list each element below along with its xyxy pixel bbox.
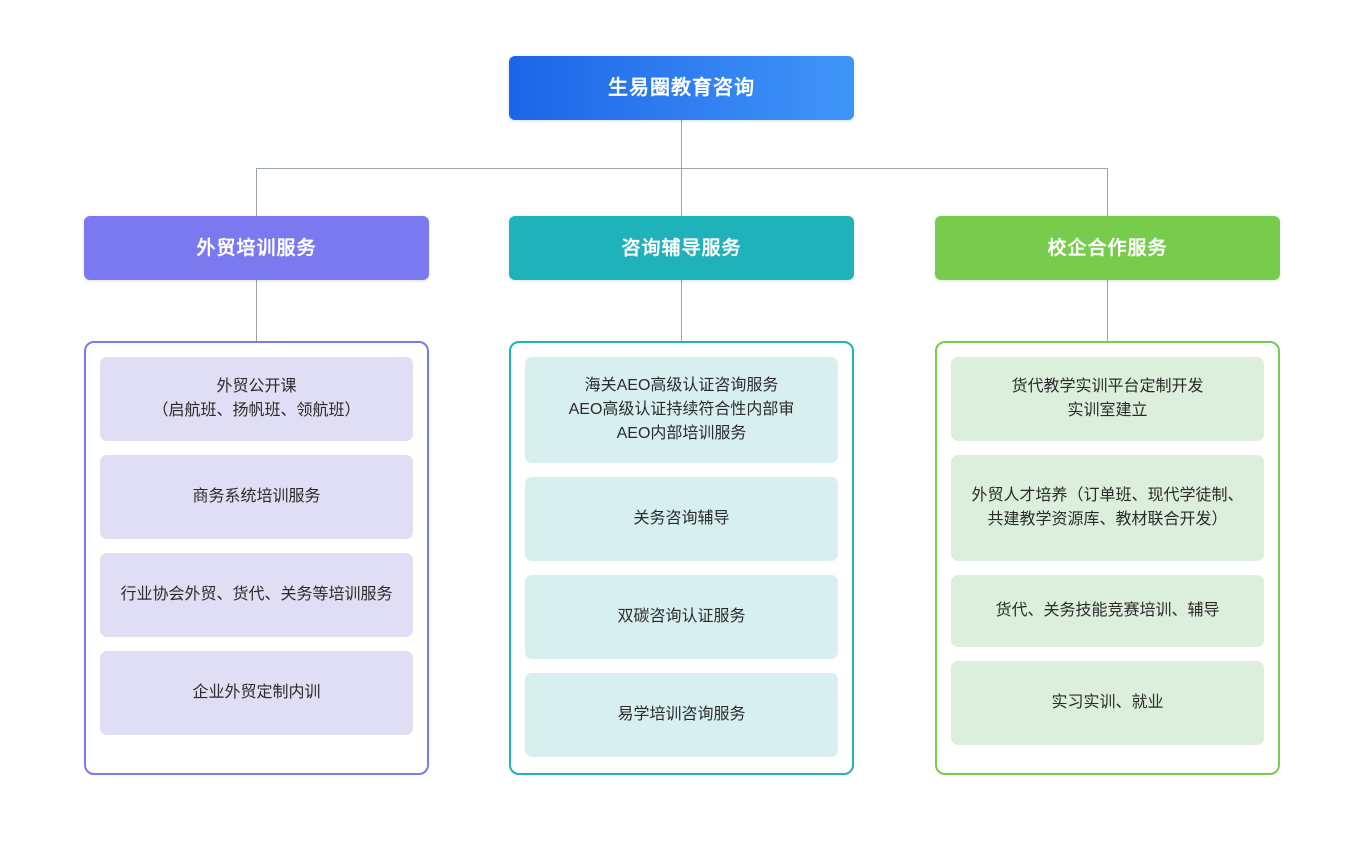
list-item-label: 货代、关务技能竞赛培训、辅导 xyxy=(995,602,1220,619)
connector-root-stem xyxy=(681,120,682,168)
list-item-label: 双碳咨询认证服务 xyxy=(617,608,746,625)
category-header-3[interactable]: 校企合作服务 xyxy=(935,216,1280,280)
connector-header-to-group-1 xyxy=(256,280,257,341)
category-header-2-label: 咨询辅导服务 xyxy=(621,237,742,259)
list-item-label: 行业协会外贸、货代、关务等培训服务 xyxy=(120,586,393,603)
group-box-3: 货代教学实训平台定制开发实训室建立 外贸人才培养（订单班、现代学徒制、共建教学资… xyxy=(935,341,1280,775)
list-item-label: 商务系统培训服务 xyxy=(192,488,321,505)
list-item-label: 外贸公开课（启航班、扬帆班、领航班） xyxy=(152,378,361,419)
list-item[interactable]: 易学培训咨询服务 xyxy=(525,673,838,757)
connector-header-to-group-2 xyxy=(681,280,682,341)
connector-drop-branch-2 xyxy=(681,168,682,216)
root-node[interactable]: 生易圈教育咨询 xyxy=(509,56,854,120)
list-item[interactable]: 双碳咨询认证服务 xyxy=(525,575,838,659)
list-item-label: 实习实训、就业 xyxy=(1051,694,1164,711)
list-item-label: 货代教学实训平台定制开发实训室建立 xyxy=(1011,378,1204,419)
list-item[interactable]: 实习实训、就业 xyxy=(951,661,1264,745)
list-item-label: 易学培训咨询服务 xyxy=(617,706,746,723)
connector-drop-branch-1 xyxy=(256,168,257,216)
list-item[interactable]: 关务咨询辅导 xyxy=(525,477,838,561)
list-item[interactable]: 外贸人才培养（订单班、现代学徒制、共建教学资源库、教材联合开发） xyxy=(951,455,1264,561)
list-item[interactable]: 外贸公开课（启航班、扬帆班、领航班） xyxy=(100,357,413,441)
list-item-label: 关务咨询辅导 xyxy=(633,510,730,527)
list-item-label: 外贸人才培养（订单班、现代学徒制、共建教学资源库、教材联合开发） xyxy=(971,487,1244,528)
list-item[interactable]: 企业外贸定制内训 xyxy=(100,651,413,735)
branch-column-3: 校企合作服务 货代教学实训平台定制开发实训室建立 外贸人才培养（订单班、现代学徒… xyxy=(935,216,1280,775)
root-node-label: 生易圈教育咨询 xyxy=(608,77,755,99)
category-header-2[interactable]: 咨询辅导服务 xyxy=(509,216,854,280)
group-box-1: 外贸公开课（启航班、扬帆班、领航班） 商务系统培训服务 行业协会外贸、货代、关务… xyxy=(84,341,429,775)
list-item[interactable]: 货代、关务技能竞赛培训、辅导 xyxy=(951,575,1264,647)
connector-header-to-group-3 xyxy=(1107,280,1108,341)
category-header-3-label: 校企合作服务 xyxy=(1047,237,1168,259)
list-item[interactable]: 商务系统培训服务 xyxy=(100,455,413,539)
list-item[interactable]: 行业协会外贸、货代、关务等培训服务 xyxy=(100,553,413,637)
connector-drop-branch-3 xyxy=(1107,168,1108,216)
category-header-1-label: 外贸培训服务 xyxy=(196,237,317,259)
branch-column-1: 外贸培训服务 外贸公开课（启航班、扬帆班、领航班） 商务系统培训服务 行业协会外… xyxy=(84,216,429,775)
category-header-1[interactable]: 外贸培训服务 xyxy=(84,216,429,280)
list-item[interactable]: 货代教学实训平台定制开发实训室建立 xyxy=(951,357,1264,441)
connector-horizontal-bus xyxy=(256,168,1108,169)
list-item-label: 企业外贸定制内训 xyxy=(192,684,321,701)
